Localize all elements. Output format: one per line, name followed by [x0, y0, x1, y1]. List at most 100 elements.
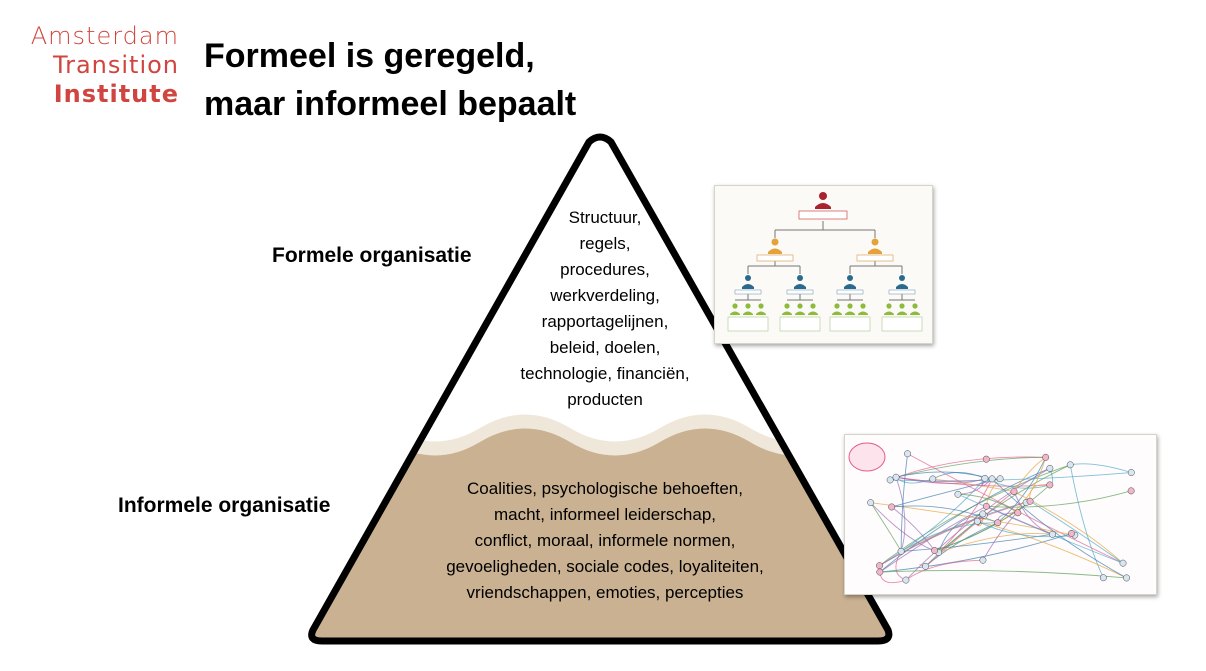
- network-link: [879, 569, 1127, 579]
- network-node: [1048, 530, 1056, 538]
- title-line-2: maar informeel bepaalt: [204, 85, 577, 123]
- network-link: [891, 505, 998, 524]
- network-node: [1127, 487, 1135, 495]
- network-node: [954, 490, 962, 498]
- network-link: [986, 490, 1132, 508]
- logo: Amsterdam Transition Institute: [14, 22, 179, 109]
- network-link: [879, 571, 907, 584]
- network-link: [879, 467, 1051, 573]
- network-link: [905, 467, 1051, 581]
- network-link: [938, 532, 1053, 553]
- informal-water-area: [311, 428, 889, 641]
- formal-item: producten: [567, 390, 643, 409]
- network-node: [996, 475, 1004, 483]
- network-link: [890, 472, 1132, 482]
- network-node: [876, 562, 883, 570]
- informal-label: Informele organisatie: [118, 494, 331, 517]
- network-link: [957, 493, 1124, 564]
- network-node: [902, 576, 910, 584]
- network-link: [901, 533, 1053, 552]
- network-link: [957, 493, 1019, 514]
- network-link: [900, 453, 909, 552]
- network-node: [982, 455, 990, 463]
- network-link: [905, 559, 983, 581]
- network-node: [1127, 469, 1135, 476]
- network-link: [1069, 464, 1104, 578]
- network-node: [979, 510, 987, 518]
- network-link: [997, 457, 1047, 524]
- network-node: [904, 450, 912, 458]
- page-title: Formeel is geregeld, maar informeel bepa…: [204, 32, 576, 128]
- network-link: [895, 456, 1046, 478]
- network-node: [1014, 509, 1022, 517]
- team-lead-person-icon: [742, 275, 908, 289]
- network-node: [1046, 464, 1054, 472]
- network-node: [1066, 461, 1074, 469]
- informal-item: gevoeligheden, sociale codes, loyaliteit…: [446, 557, 764, 576]
- network-node: [1010, 488, 1018, 496]
- informal-item: conflict, moraal, informele normen,: [474, 531, 736, 550]
- network-node: [929, 475, 937, 483]
- network-node: [982, 502, 990, 510]
- formal-item: regels,: [579, 234, 631, 253]
- formal-label: Formele organisatie: [272, 244, 472, 267]
- formal-item: werkverdeling,: [550, 286, 660, 305]
- title-line-1: Formeel is geregeld,: [204, 37, 535, 75]
- relationship-network-illustration: [844, 434, 1157, 595]
- network-node: [1046, 481, 1054, 489]
- network-node: [1026, 497, 1034, 505]
- network-node: [979, 556, 987, 564]
- informal-item: macht, informeel leiderschap,: [493, 505, 717, 524]
- formal-item: Structuur,: [568, 208, 642, 227]
- network-speech-bubble: [848, 442, 886, 472]
- network-link: [938, 478, 993, 553]
- manager-person-icon: [756, 238, 894, 262]
- network-link: [977, 520, 1075, 538]
- formal-item: technologie, financiën,: [520, 364, 690, 383]
- network-node: [1123, 574, 1130, 582]
- network-link: [879, 533, 1072, 573]
- formal-item: procedures,: [560, 260, 650, 279]
- network-node: [981, 474, 989, 482]
- network-link: [907, 453, 1124, 564]
- network-node: [892, 473, 900, 481]
- informal-item: Coalities, psychologische behoeften,: [467, 479, 743, 498]
- network-link: [997, 457, 1047, 524]
- formal-item: rapportagelijnen,: [541, 312, 669, 331]
- logo-line-2: Transition: [52, 51, 179, 79]
- network-node: [888, 503, 896, 511]
- network-node: [876, 568, 884, 576]
- network-node: [994, 519, 1002, 527]
- network-node: [922, 562, 929, 570]
- network-link: [1070, 463, 1132, 473]
- network-node: [1042, 453, 1050, 461]
- network-link: [891, 506, 935, 551]
- network-node: [897, 547, 905, 555]
- formal-item: beleid, doelen,: [549, 338, 661, 357]
- logo-line-1: Amsterdam: [30, 22, 179, 50]
- formal-items: Structuur, regels, procedures, werkverde…: [480, 205, 730, 413]
- network-node: [886, 476, 894, 484]
- network-node: [1068, 529, 1075, 537]
- network-node: [1099, 574, 1107, 582]
- network-link: [895, 477, 906, 552]
- pyramid-outline: [308, 133, 893, 645]
- network-node: [867, 499, 875, 507]
- informal-items: Coalities, psychologische behoeften, mac…: [400, 476, 810, 606]
- network-link: [900, 522, 998, 552]
- network-link: [986, 505, 1053, 535]
- network-link: [895, 476, 986, 484]
- employee-person-icon: [730, 303, 920, 315]
- network-node: [988, 475, 996, 483]
- informal-item: vriendschappen, emoties, percepties: [466, 583, 744, 602]
- network-node: [931, 547, 939, 554]
- network-link: [879, 478, 986, 567]
- top-person-icon: [798, 192, 848, 220]
- logo-line-3: Institute: [53, 80, 179, 108]
- org-chart-illustration: [714, 185, 933, 344]
- network-link: [891, 478, 1001, 508]
- network-node: [1119, 559, 1127, 567]
- network-link: [889, 456, 1046, 481]
- network-node: [973, 517, 981, 525]
